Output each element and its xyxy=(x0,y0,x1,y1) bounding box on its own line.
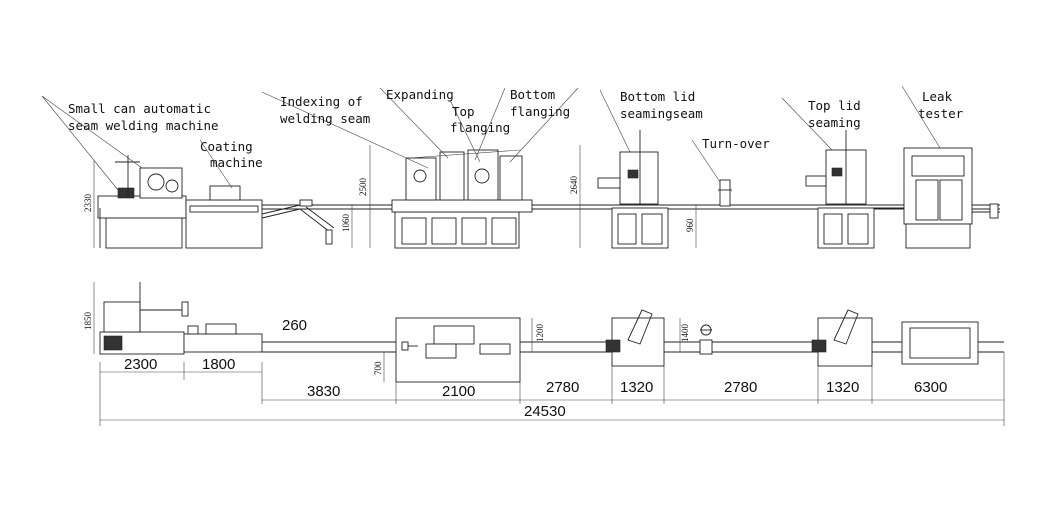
svg-text:Top lid: Top lid xyxy=(808,98,861,113)
dim-2780-a: 2780 xyxy=(546,379,579,396)
svg-text:Top: Top xyxy=(452,104,475,119)
dim-260: 260 xyxy=(282,317,307,334)
top-lid-seamer-plan xyxy=(811,309,873,367)
label-indexing-1: Indexing of xyxy=(280,94,363,109)
dim-2100: 2100 xyxy=(442,383,475,400)
top-lid-seamer-elevation xyxy=(805,130,875,249)
dim-2780-b: 2780 xyxy=(724,379,757,396)
bottom-lid-seamer-elevation xyxy=(597,130,669,249)
dim-1320-a: 1320 xyxy=(620,379,653,396)
elevation-view: Small can automatic seam welding machine… xyxy=(41,85,1000,249)
turn-over-plan xyxy=(699,324,713,355)
label-turn-over: Turn-over xyxy=(702,136,770,151)
dim-1850: 1850 xyxy=(83,312,93,331)
plan-view: 1850 700 1200 1400 260 2300 1800 3830 21… xyxy=(83,282,1005,426)
dim-1800: 1800 xyxy=(202,356,235,373)
dim-1320-b: 1320 xyxy=(826,379,859,396)
coating-machine-elevation xyxy=(185,185,263,249)
coating-machine-plan xyxy=(183,323,263,353)
svg-text:Leak: Leak xyxy=(922,89,953,104)
dim-total: 24530 xyxy=(524,403,566,420)
svg-text:seam welding machine: seam welding machine xyxy=(68,118,219,133)
dim-700: 700 xyxy=(373,361,383,375)
dim-6300: 6300 xyxy=(914,379,947,396)
label-bottom-flanging-1: Bottom xyxy=(510,87,555,102)
label-bottom-lid-2: seamingseam xyxy=(620,106,703,121)
svg-text:Bottom lid: Bottom lid xyxy=(620,89,695,104)
dim-2500: 2500 xyxy=(358,178,368,197)
welding-machine-elevation xyxy=(97,155,187,249)
label-top-flanging-1: Top xyxy=(452,104,475,119)
dim-2300: 2300 xyxy=(124,356,157,373)
label-top-flanging-2: flanging xyxy=(450,120,510,135)
svg-text:welding seam: welding seam xyxy=(280,111,370,126)
inclined-conveyor xyxy=(261,199,335,245)
leak-tester-elevation xyxy=(872,147,1000,249)
label-leak-1: Leak xyxy=(922,89,953,104)
label-indexing-2: welding seam xyxy=(280,111,370,126)
label-top-lid-2: seaming xyxy=(808,115,861,130)
dim-960: 960 xyxy=(685,218,695,232)
dim-1200: 1200 xyxy=(535,324,545,343)
svg-text:Coating: Coating xyxy=(200,139,253,154)
leak-tester-plan xyxy=(901,321,979,365)
label-welding-2: seam welding machine xyxy=(68,118,219,133)
bottom-lid-seamer-plan xyxy=(605,309,665,367)
label-welding-1: Small can automatic xyxy=(68,101,211,116)
label-leak-2: tester xyxy=(918,106,964,121)
svg-text:flanging: flanging xyxy=(450,120,510,135)
svg-text:Small can automatic: Small can automatic xyxy=(68,101,211,116)
flanging-machine-plan xyxy=(395,317,521,383)
svg-text:flanging: flanging xyxy=(510,104,570,119)
label-coating-1: Coating xyxy=(200,139,253,154)
label-bottom-lid-1: Bottom lid xyxy=(620,89,695,104)
dim-2330: 2330 xyxy=(83,194,93,213)
flanging-machine-elevation xyxy=(391,149,533,249)
dim-2640: 2640 xyxy=(569,176,579,195)
label-coating-2: machine xyxy=(210,155,263,170)
svg-text:Bottom: Bottom xyxy=(510,87,555,102)
label-top-lid-1: Top lid xyxy=(808,98,861,113)
svg-text:machine: machine xyxy=(210,155,263,170)
label-expanding: Expanding xyxy=(386,87,454,102)
svg-text:seaming: seaming xyxy=(808,115,861,130)
welding-machine-plan xyxy=(99,282,189,355)
turn-over-elevation xyxy=(718,179,732,207)
dim-1060: 1060 xyxy=(341,214,351,233)
dim-1400: 1400 xyxy=(680,324,690,343)
dim-3830: 3830 xyxy=(307,383,340,400)
svg-text:Indexing of: Indexing of xyxy=(280,94,363,109)
svg-text:tester: tester xyxy=(918,106,964,121)
svg-text:seamingseam: seamingseam xyxy=(620,106,703,121)
label-bottom-flanging-2: flanging xyxy=(510,104,570,119)
